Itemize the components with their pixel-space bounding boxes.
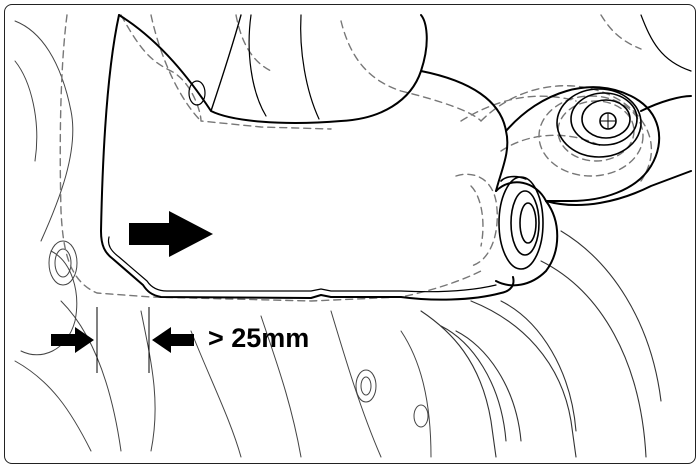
caliper-hole: [188, 80, 206, 106]
brake-caliper-illustration: [14, 14, 692, 458]
left-arrow-icon: [152, 327, 194, 353]
measurement-guides: [96, 307, 150, 373]
caliper-bolt: [556, 88, 642, 158]
brake-disc: [420, 230, 662, 458]
wheel-hub-background: [14, 20, 432, 458]
left-measure-arrow: [51, 327, 94, 353]
illustration-frame: > 25mm: [4, 4, 696, 464]
caliper-body: [100, 14, 692, 301]
caliper-ghost-outline: [59, 14, 653, 302]
measurement-label: > 25mm: [208, 323, 310, 353]
right-arrow-icon: [129, 211, 213, 257]
guide-pin-nut: [498, 175, 544, 270]
